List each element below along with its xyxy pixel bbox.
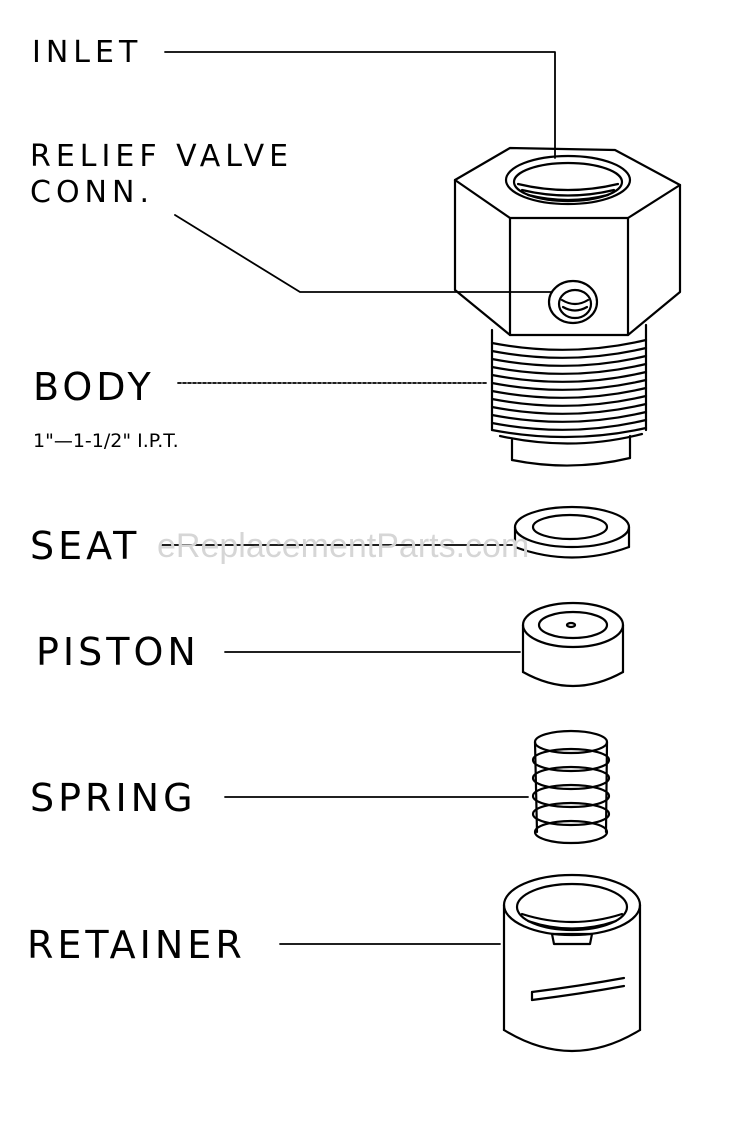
spring-part: [533, 731, 609, 843]
body-part: [455, 148, 680, 466]
label-relief-valve-line1: RELIEF VALVE: [30, 139, 294, 174]
leader-lines: [160, 52, 555, 944]
watermark-text: eReplacementParts.com: [157, 527, 530, 565]
leader-line-relief-valve: [175, 215, 552, 292]
label-seat: SEAT: [30, 524, 141, 568]
leader-line-inlet: [165, 52, 555, 158]
label-inlet: INLET: [32, 35, 143, 70]
seat-part: [515, 507, 629, 558]
retainer-part: [504, 875, 640, 1051]
label-piston: PISTON: [36, 630, 200, 674]
label-body-size: 1"—1-1/2" I.P.T.: [33, 430, 179, 452]
label-body: BODY: [33, 365, 155, 409]
piston-part: [523, 603, 623, 686]
label-retainer: RETAINER: [27, 923, 246, 967]
label-spring: SPRING: [30, 776, 197, 820]
label-relief-valve-line2: CONN.: [30, 175, 154, 210]
